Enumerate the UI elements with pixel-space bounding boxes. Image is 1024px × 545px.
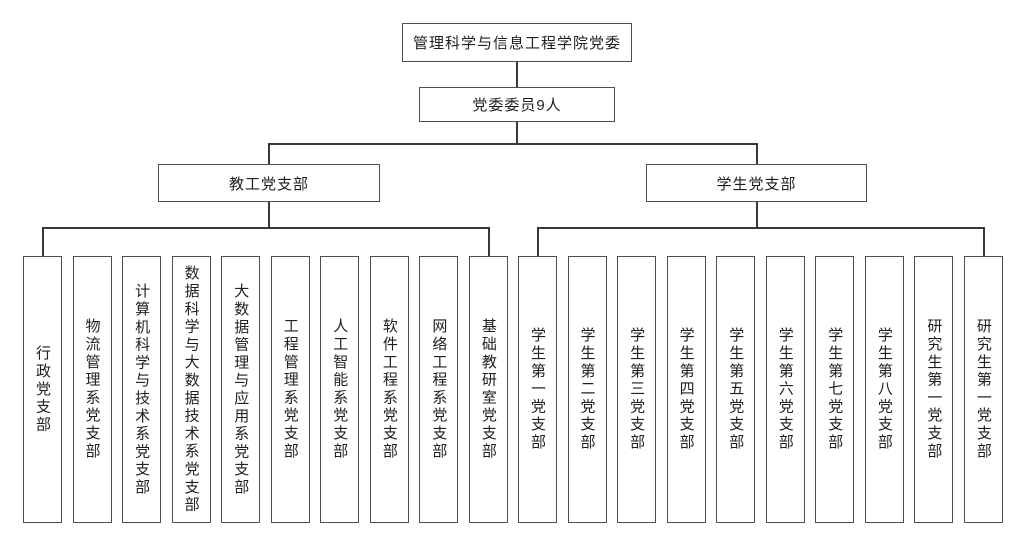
leaf-label: 物流管理系党支部 xyxy=(83,318,101,461)
node-faculty-child-10: 基础教研室党支部 xyxy=(468,256,508,523)
connector-faculty-down xyxy=(268,202,270,227)
node-student-child-8: 学生第八党支部 xyxy=(864,256,904,523)
node-student-child-6: 学生第六党支部 xyxy=(765,256,805,523)
connector-root-committee xyxy=(516,62,518,87)
node-student-child-1: 学生第一党支部 xyxy=(518,256,557,523)
node-label: 管理科学与信息工程学院党委 xyxy=(412,35,621,52)
connector-faculty-bracket xyxy=(42,227,490,229)
leaf-label: 大数据管理与应用系党支部 xyxy=(232,282,250,497)
leaf-label: 学生第四党支部 xyxy=(677,327,695,452)
node-faculty-child-1: 行政党支部 xyxy=(23,256,62,523)
connector-student-bracket-right-drop xyxy=(983,229,985,256)
node-label: 学生党支部 xyxy=(716,175,797,193)
leaf-label: 学生第三党支部 xyxy=(628,327,646,452)
leaf-label: 行政党支部 xyxy=(34,345,51,434)
leaf-label: 人工智能系党支部 xyxy=(331,318,349,461)
leaf-label: 学生第五党支部 xyxy=(727,327,745,452)
node-faculty-child-9: 网络工程系党支部 xyxy=(419,256,459,523)
connector-student-down xyxy=(756,202,758,227)
connector-drop-faculty xyxy=(268,145,270,164)
node-student-child-2: 学生第二党支部 xyxy=(567,256,607,523)
connector-drop-student xyxy=(756,145,758,164)
node-student-child-10: 研究生第一党支部 xyxy=(963,256,1003,523)
node-college-party-committee: 管理科学与信息工程学院党委 xyxy=(402,23,632,62)
leaf-label: 学生第七党支部 xyxy=(826,327,844,452)
leaf-label: 数据科学与大数据技术系党支部 xyxy=(182,264,200,515)
student-branch-children: 学生第一党支部 学生第二党支部 学生第三党支部 学生第四党支部 学生第五党支部 学生第六党… xyxy=(518,256,1003,523)
connector-student-bracket-left-drop xyxy=(537,229,539,256)
node-student-child-7: 学生第七党支部 xyxy=(815,256,855,523)
node-faculty-child-2: 物流管理系党支部 xyxy=(72,256,112,523)
leaf-label: 研究生第一党支部 xyxy=(925,318,943,461)
connector-branch-horizontal xyxy=(268,143,758,145)
node-faculty-child-6: 工程管理系党支部 xyxy=(270,256,310,523)
node-committee-members: 党委委员9人 xyxy=(419,87,615,122)
connector-committee-down xyxy=(516,122,518,143)
leaf-label: 学生第二党支部 xyxy=(578,327,596,452)
leaf-label: 工程管理系党支部 xyxy=(281,318,299,461)
node-student-child-5: 学生第五党支部 xyxy=(716,256,756,523)
leaf-label: 网络工程系党支部 xyxy=(430,318,448,461)
node-student-child-4: 学生第四党支部 xyxy=(666,256,706,523)
leaf-label: 学生第八党支部 xyxy=(875,327,893,452)
node-faculty-child-8: 软件工程系党支部 xyxy=(369,256,409,523)
node-faculty-branch: 教工党支部 xyxy=(158,164,380,202)
connector-student-bracket xyxy=(537,227,985,229)
node-faculty-child-7: 人工智能系党支部 xyxy=(320,256,360,523)
node-faculty-child-3: 计算机科学与技术系党支部 xyxy=(122,256,162,523)
leaf-label: 学生第六党支部 xyxy=(776,327,794,452)
leaf-label: 计算机科学与技术系党支部 xyxy=(133,282,151,497)
leaf-label: 研究生第一党支部 xyxy=(974,318,992,461)
leaf-label: 基础教研室党支部 xyxy=(479,318,497,461)
leaf-label: 学生第一党支部 xyxy=(529,327,546,452)
connector-faculty-bracket-left-drop xyxy=(42,229,44,256)
faculty-branch-children: 行政党支部 物流管理系党支部 计算机科学与技术系党支部 数据科学与大数据技术系党支部 大… xyxy=(23,256,508,523)
node-student-child-3: 学生第三党支部 xyxy=(617,256,657,523)
node-faculty-child-5: 大数据管理与应用系党支部 xyxy=(221,256,261,523)
node-student-branch: 学生党支部 xyxy=(646,164,867,202)
node-label: 党委委员9人 xyxy=(472,97,562,114)
node-label: 教工党支部 xyxy=(228,175,309,193)
connector-faculty-bracket-right-drop xyxy=(488,229,490,256)
node-faculty-child-4: 数据科学与大数据技术系党支部 xyxy=(171,256,211,523)
node-student-child-9: 研究生第一党支部 xyxy=(914,256,954,523)
leaf-label: 软件工程系党支部 xyxy=(380,318,398,461)
